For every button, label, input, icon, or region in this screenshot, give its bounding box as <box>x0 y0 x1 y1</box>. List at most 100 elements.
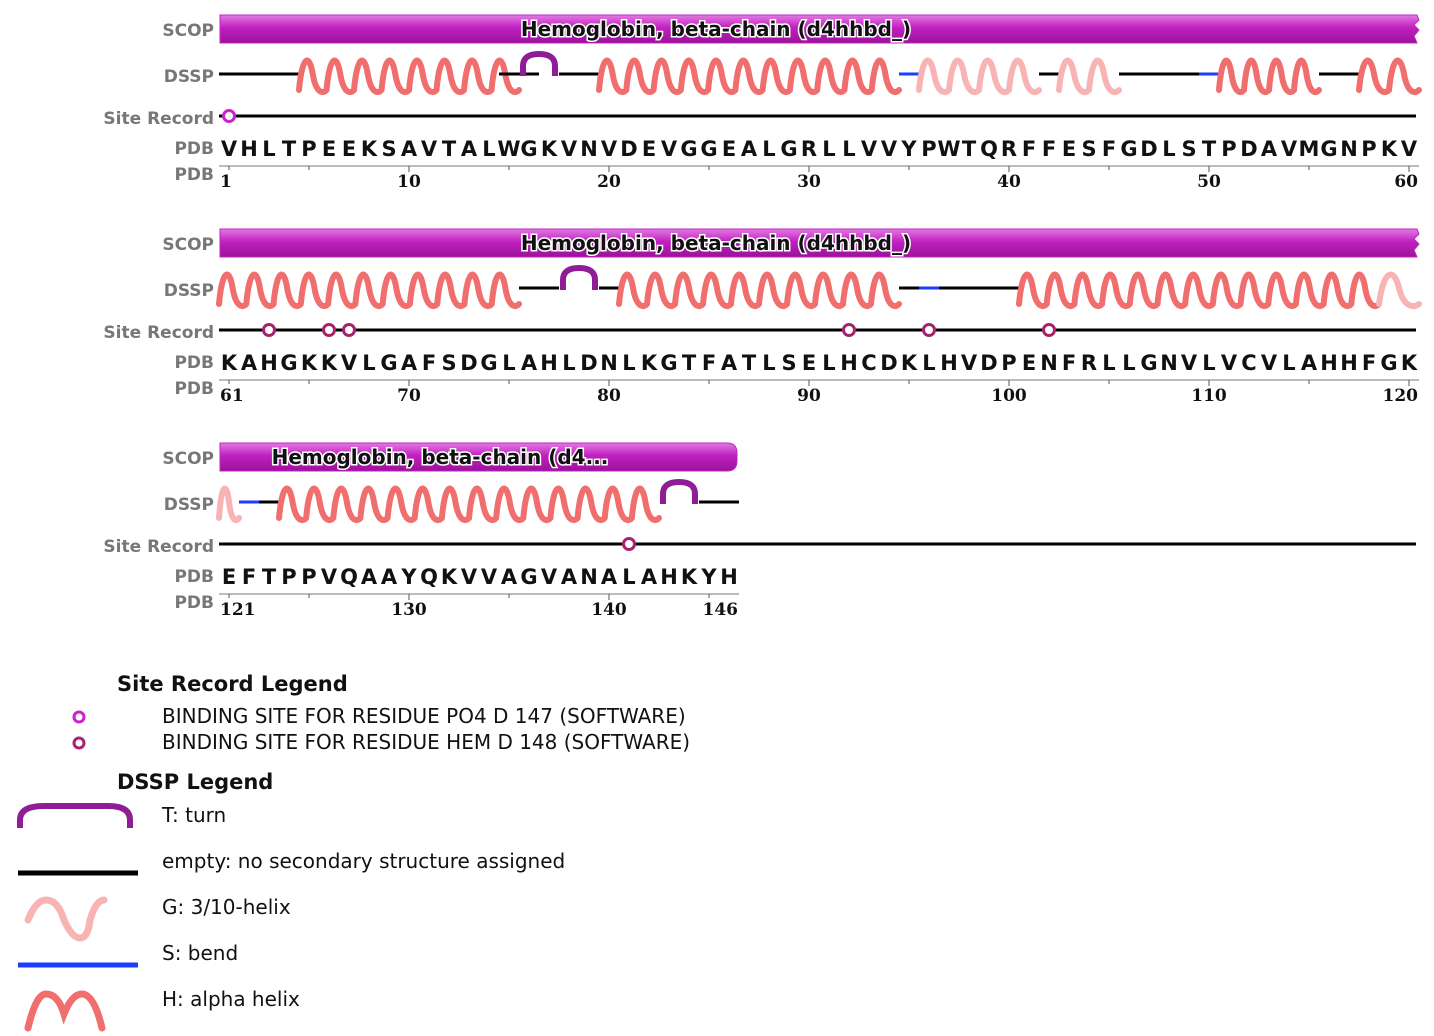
residue-letter[interactable]: L <box>262 137 275 161</box>
residue-letter[interactable]: V <box>221 137 238 161</box>
residue-letter[interactable]: S <box>781 351 796 375</box>
residue-letter[interactable]: N <box>1160 351 1178 375</box>
residue-letter[interactable]: N <box>580 565 598 589</box>
residue-letter[interactable]: L <box>1282 351 1295 375</box>
residue-letter[interactable]: A <box>601 565 618 589</box>
residue-letter[interactable]: A <box>1261 137 1278 161</box>
residue-letter[interactable]: T <box>1202 137 1217 161</box>
residue-letter[interactable]: K <box>1381 137 1398 161</box>
dssp-h-segment[interactable] <box>616 271 902 309</box>
dssp-h-segment[interactable] <box>1356 57 1422 95</box>
residue-letter[interactable]: T <box>962 137 977 161</box>
residue-letter[interactable]: K <box>1401 351 1418 375</box>
residue-letter[interactable]: L <box>762 351 775 375</box>
residue-letter[interactable]: F <box>1022 137 1036 161</box>
residue-letter[interactable]: F <box>1102 137 1116 161</box>
residue-letter[interactable]: Q <box>980 137 998 161</box>
residue-letter[interactable]: S <box>1081 137 1096 161</box>
residue-letter[interactable]: E <box>342 137 356 161</box>
residue-letter[interactable]: N <box>580 137 598 161</box>
residue-letter[interactable]: P <box>281 565 296 589</box>
dssp-h-segment[interactable] <box>276 485 662 523</box>
residue-letter[interactable]: E <box>802 351 816 375</box>
residue-letter[interactable]: L <box>822 137 835 161</box>
dssp-g-segment[interactable] <box>916 57 1042 95</box>
residue-letter[interactable]: A <box>501 565 518 589</box>
residue-letter[interactable]: A <box>741 137 758 161</box>
dssp-g-segment[interactable] <box>1056 57 1122 95</box>
residue-letter[interactable]: L <box>822 351 835 375</box>
residue-letter[interactable]: A <box>361 565 378 589</box>
residue-letter[interactable]: D <box>1240 137 1257 161</box>
residue-letter[interactable]: G <box>1120 137 1137 161</box>
dssp-g-segment[interactable] <box>1376 271 1422 309</box>
residue-letter[interactable]: D <box>1140 137 1157 161</box>
residue-letter[interactable]: T <box>742 351 757 375</box>
residue-letter[interactable]: P <box>301 137 316 161</box>
residue-letter[interactable]: Q <box>420 565 438 589</box>
residue-letter[interactable]: G <box>1380 351 1397 375</box>
residue-letter[interactable]: G <box>660 351 677 375</box>
dssp-h-segment[interactable] <box>296 57 522 95</box>
residue-letter[interactable]: P <box>1221 137 1236 161</box>
residue-letter[interactable]: W <box>937 137 960 161</box>
residue-letter[interactable]: L <box>622 565 635 589</box>
residue-letter[interactable]: T <box>262 565 277 589</box>
residue-letter[interactable]: E <box>322 137 336 161</box>
residue-letter[interactable]: D <box>980 351 997 375</box>
residue-letter[interactable]: L <box>502 351 515 375</box>
site-marker-hem[interactable] <box>322 323 336 337</box>
site-marker-hem[interactable] <box>1042 323 1056 337</box>
residue-letter[interactable]: K <box>641 351 658 375</box>
residue-letter[interactable]: P <box>1361 137 1376 161</box>
residue-letter[interactable]: C <box>1241 351 1256 375</box>
residue-letter[interactable]: G <box>780 137 797 161</box>
residue-letter[interactable]: H <box>720 565 738 589</box>
residue-letter[interactable]: G <box>280 351 297 375</box>
residue-letter[interactable]: F <box>422 351 436 375</box>
residue-letter[interactable]: L <box>482 137 495 161</box>
residue-letter[interactable]: K <box>541 137 558 161</box>
residue-letter[interactable]: V <box>561 137 578 161</box>
scop-domain-bar[interactable] <box>219 228 1420 258</box>
residue-letter[interactable]: A <box>401 137 418 161</box>
residue-letter[interactable]: N <box>1340 137 1358 161</box>
residue-letter[interactable]: A <box>721 351 738 375</box>
residue-letter[interactable]: V <box>881 137 898 161</box>
residue-letter[interactable]: G <box>480 351 497 375</box>
residue-letter[interactable]: P <box>301 565 316 589</box>
residue-letter[interactable]: G <box>700 137 717 161</box>
residue-letter[interactable]: A <box>561 565 578 589</box>
residue-letter[interactable]: G <box>1140 351 1157 375</box>
residue-letter[interactable]: L <box>762 137 775 161</box>
scop-domain-bar[interactable] <box>219 14 1420 44</box>
residue-letter[interactable]: K <box>901 351 918 375</box>
residue-letter[interactable]: V <box>321 565 338 589</box>
residue-letter[interactable]: H <box>1340 351 1358 375</box>
residue-letter[interactable]: E <box>1062 137 1076 161</box>
residue-letter[interactable]: H <box>540 351 558 375</box>
residue-letter[interactable]: D <box>460 351 477 375</box>
residue-letter[interactable]: S <box>1181 137 1196 161</box>
residue-letter[interactable]: F <box>1042 137 1056 161</box>
site-marker-hem[interactable] <box>922 323 936 337</box>
residue-letter[interactable]: T <box>442 137 457 161</box>
residue-letter[interactable]: V <box>861 137 878 161</box>
residue-letter[interactable]: F <box>1362 351 1376 375</box>
residue-letter[interactable]: E <box>722 137 736 161</box>
residue-letter[interactable]: H <box>1320 351 1338 375</box>
residue-letter[interactable]: K <box>321 351 338 375</box>
site-marker-hem[interactable] <box>262 323 276 337</box>
residue-letter[interactable]: P <box>1001 351 1016 375</box>
residue-letter[interactable]: V <box>1401 137 1418 161</box>
site-marker-hem[interactable] <box>622 537 636 551</box>
residue-letter[interactable]: K <box>361 137 378 161</box>
residue-letter[interactable]: M <box>1299 137 1320 161</box>
residue-letter[interactable]: V <box>1181 351 1198 375</box>
residue-letter[interactable]: V <box>601 137 618 161</box>
residue-letter[interactable]: F <box>242 565 256 589</box>
residue-letter[interactable]: Y <box>400 565 417 589</box>
residue-letter[interactable]: K <box>221 351 238 375</box>
residue-letter[interactable]: A <box>241 351 258 375</box>
residue-letter[interactable]: S <box>381 137 396 161</box>
